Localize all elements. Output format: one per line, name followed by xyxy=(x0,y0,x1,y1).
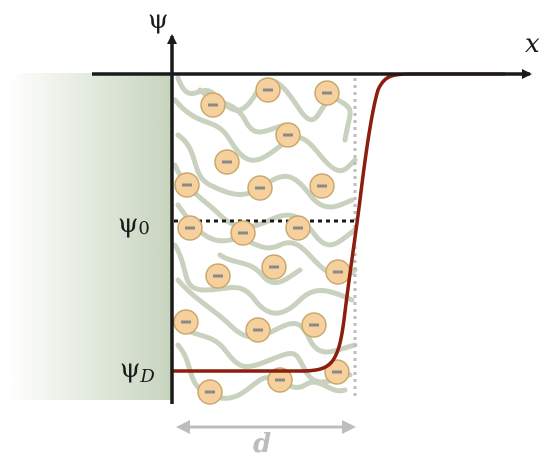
psi0-label: ψ0 xyxy=(118,209,150,239)
polymer-chain xyxy=(175,277,358,355)
ion-minus-sign xyxy=(332,370,342,374)
ion: − xyxy=(177,215,203,241)
ion-minus-sign xyxy=(213,274,223,278)
ion: − xyxy=(255,77,281,103)
psi0-subscript: 0 xyxy=(138,218,149,239)
ion-minus-sign xyxy=(255,186,265,190)
ion-minus-sign xyxy=(283,133,293,137)
ion: − xyxy=(214,149,240,175)
ion: − xyxy=(275,122,301,148)
ion: − xyxy=(325,259,351,285)
thickness-dimension: d xyxy=(176,420,356,459)
ion: − xyxy=(205,263,231,289)
counter-ions: −−−−−−−−−−−−−−−−−−−− xyxy=(173,77,351,405)
charged-surface xyxy=(8,73,172,400)
psi0-symbol: ψ xyxy=(118,209,138,239)
ion-minus-sign xyxy=(205,390,215,394)
ion-minus-sign xyxy=(317,184,327,188)
ion: − xyxy=(245,317,271,343)
ion-minus-sign xyxy=(181,320,191,324)
ion: − xyxy=(200,92,226,118)
ion-minus-sign xyxy=(263,88,273,92)
ion: − xyxy=(301,312,327,338)
polymer-chain xyxy=(172,242,355,316)
ion: − xyxy=(261,254,287,280)
ion-minus-sign xyxy=(275,378,285,382)
polymer-chain xyxy=(217,252,303,286)
ion-minus-sign xyxy=(322,91,332,95)
ion: − xyxy=(314,80,340,106)
polymer-chain xyxy=(175,342,348,401)
polymer-brush xyxy=(172,75,358,401)
ion: − xyxy=(285,215,311,241)
x-axis-label: x xyxy=(525,29,540,59)
ion: − xyxy=(197,379,223,405)
ion-minus-sign xyxy=(333,270,343,274)
psiD-symbol: ψ xyxy=(120,354,140,384)
ion-minus-sign xyxy=(182,183,192,187)
ion: − xyxy=(173,309,199,335)
ion: − xyxy=(247,175,273,201)
psiD-subscript: D xyxy=(139,366,155,387)
thickness-arrow-left-head xyxy=(176,420,190,434)
ion: − xyxy=(174,172,200,198)
ion-minus-sign xyxy=(208,103,218,107)
polymer-chain xyxy=(172,162,358,248)
potential-curve xyxy=(172,72,505,373)
ion-minus-sign xyxy=(238,231,248,235)
thickness-label: d xyxy=(253,429,271,456)
ion: − xyxy=(230,220,256,246)
ion-minus-sign xyxy=(309,323,319,327)
psiD-label: ψD xyxy=(120,354,155,387)
y-axis-label: ψ xyxy=(148,5,168,35)
polymer-chain xyxy=(172,97,358,174)
ion-minus-sign xyxy=(269,265,279,269)
ion-minus-sign xyxy=(253,328,263,332)
ion: − xyxy=(309,173,335,199)
ion: − xyxy=(267,367,293,393)
thickness-arrow-right-head xyxy=(342,420,356,434)
ion-minus-sign xyxy=(185,226,195,230)
ion-minus-sign xyxy=(293,226,303,230)
ion-minus-sign xyxy=(222,160,232,164)
ion: − xyxy=(324,359,350,385)
